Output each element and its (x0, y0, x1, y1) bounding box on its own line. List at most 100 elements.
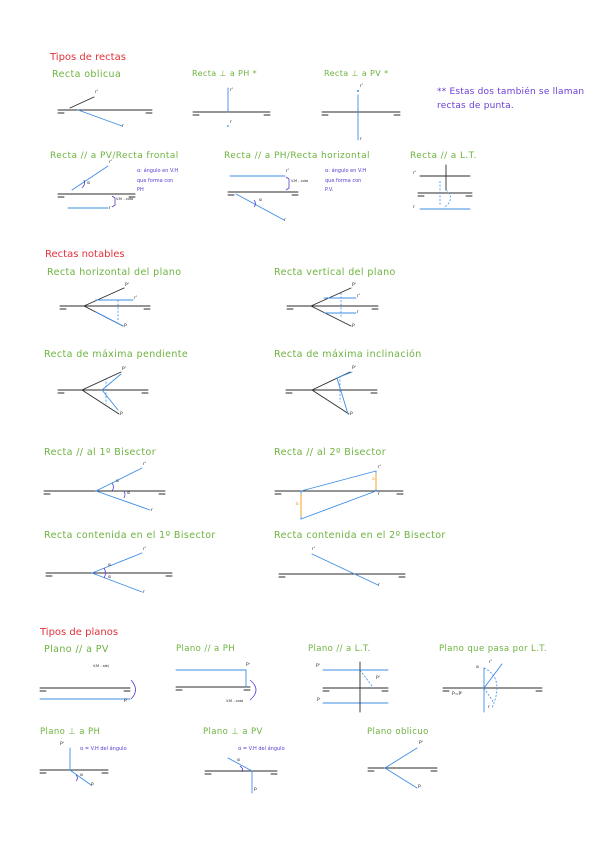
diagram-max-inclinacion (285, 371, 378, 415)
diagram-recta-paralela-lt (417, 164, 473, 210)
diagram-recta-horizontal (227, 175, 299, 221)
label-alpha-plano-perp-ph: α (80, 773, 83, 778)
label-alpha-horizontal: α (259, 198, 262, 203)
label-r-horizontal: r (284, 218, 286, 223)
title-max-inclinacion: Recta de máxima inclinación (274, 349, 422, 360)
label-rp-paralela-2b: r' (378, 465, 382, 470)
section-title-tipos-rectas: Tipos de rectas (50, 52, 126, 63)
diagram-plano-perp-pv (204, 757, 278, 794)
label-pp-max-pendiente: P' (122, 367, 126, 372)
label-p-max-pendiente: P (120, 412, 123, 417)
label-pp-horizontal-plano: P' (125, 283, 129, 288)
label-r-vertical-plano: r (357, 310, 359, 315)
diagram-plano-lt (322, 661, 389, 713)
label-r-perp-ph: r (230, 120, 232, 125)
title-recta-frontal: Recta // a PV/Recta frontal (50, 151, 179, 161)
note-horizontal-angle: α: ángulo en V.H que forma con P.V. (325, 168, 367, 193)
label-pp-plano-lt: P' (316, 664, 320, 669)
label-pp-max-inclinacion: P' (352, 366, 356, 371)
diagram-paralela-2b (274, 470, 404, 520)
label-rp-paralela-lt: r' (413, 171, 417, 176)
label-p-plano-pv: P (124, 699, 127, 704)
label-b-paralela-2b: b (296, 502, 299, 507)
label-vm-frontal: V.M - cota (116, 197, 134, 201)
label-p-plano-perp-pv: P (254, 788, 257, 793)
label-r-paralela-2b: r (378, 492, 380, 497)
label-r-paralela-lt: r (413, 205, 415, 210)
label-pp2-plano-lt: P' (376, 676, 380, 681)
label-rp-contenida-2b: r' (312, 547, 316, 552)
label-vm-plano-ph: V.M - cota (226, 699, 244, 703)
title-recta-paralela-lt: Recta // a L.T. (410, 151, 477, 161)
diagram-recta-perp-pv (321, 90, 401, 141)
label-rp-frontal: r' (109, 160, 113, 165)
label-alpha-plano-pasa-lt: α (476, 665, 479, 670)
label-pp-plano-oblicuo: P' (419, 741, 423, 746)
note-rectas-de-punta: ** Estas dos también se llaman rectas de… (437, 87, 585, 111)
label-p-plano-perp-ph: P (91, 783, 94, 788)
label-alpha1-paralela-1b: α (116, 479, 119, 484)
title-horizontal-plano: Recta horizontal del plano (47, 267, 182, 278)
diagram-contenida-2b (278, 553, 406, 586)
label-alpha-frontal: α (87, 181, 90, 186)
diagram-max-pendiente (57, 371, 149, 415)
label-rp-paralela-1b: r' (143, 462, 147, 467)
title-paralela-1b: Recta // al 1º Bisector (44, 447, 157, 458)
title-plano-pv: Plano // a PV (44, 644, 109, 655)
title-contenida-1b: Recta contenida en el 1º Bisector (44, 530, 216, 541)
label-p-plano-oblicuo: P (418, 785, 421, 790)
title-max-pendiente: Recta de máxima pendiente (44, 349, 189, 360)
label-pp-plano-ph: P' (246, 663, 250, 668)
label-rp-plano-pasa-lt: r' (489, 660, 493, 665)
diagram-plano-pv (39, 679, 136, 700)
label-alpha-plano-perp-pv: α (237, 758, 240, 763)
label-r-paralela-1b: r (151, 508, 153, 513)
label-p-vertical-plano: P (352, 324, 355, 329)
label-r-perp-pv: r (360, 137, 362, 142)
section-title-tipos-planos: Tipos de planos (40, 627, 119, 638)
title-vertical-plano: Recta vertical del plano (274, 267, 396, 278)
label-vmalej-plano-pv: V.M - alej (93, 664, 109, 668)
title-recta-horizontal: Recta // a PH/Recta horizontal (224, 151, 370, 161)
diagram-paralela-1b (43, 467, 166, 511)
label-alpha2-paralela-1b: α (127, 491, 130, 496)
label-r-plano-pasa-lt: r (488, 705, 490, 710)
diagram-vertical-plano (286, 287, 379, 327)
note-plano-perp-ph: α = V.H del ángulo (80, 746, 127, 752)
label-p-plano-lt: P (317, 698, 320, 703)
title-plano-oblicuo: Plano oblicuo (367, 727, 429, 737)
label-p-horizontal-plano: P (124, 324, 127, 329)
label-rp-contenida-1b: r' (143, 547, 147, 552)
label-alpha1-contenida-1b: α (108, 563, 111, 568)
label-r-oblicua: r (122, 124, 124, 129)
label-p-max-inclinacion: P (350, 412, 353, 417)
label-pp-plano-perp-ph: P' (60, 742, 64, 747)
title-recta-perp-pv: Recta ⊥ a PV * (324, 69, 389, 78)
title-plano-perp-pv: Plano ⊥ a PV (203, 727, 263, 737)
label-pdouble-plano-pasa-lt: P=P' (452, 692, 463, 697)
label-rp-horizontal: r' (286, 169, 290, 174)
title-plano-perp-ph: Plano ⊥ a PH (40, 727, 101, 737)
diagram-plano-ph (175, 669, 257, 701)
label-vm-horizontal: V.M - cota (291, 179, 309, 183)
label-r-contenida-1b: r (143, 590, 145, 595)
label-rp-perp-pv: r' (360, 84, 364, 89)
label-rp-perp-ph: r' (230, 88, 234, 93)
diagram-contenida-1b (45, 552, 173, 593)
diagram-recta-oblicua (57, 96, 153, 127)
section-title-rectas-notables: Rectas notables (45, 249, 125, 260)
label-rp-horizontal-plano: r' (134, 296, 138, 301)
label-pp-vertical-plano: P' (352, 283, 356, 288)
title-recta-oblicua: Recta oblicua (52, 69, 122, 80)
label-r-frontal: r (109, 206, 111, 211)
label-alpha2-contenida-1b: α (108, 575, 111, 580)
title-contenida-2b: Recta contenida en el 2º Bisector (274, 530, 446, 541)
diagram-plano-oblicuo (367, 747, 438, 789)
note-plano-perp-pv: α = V.H del ángulo (238, 746, 285, 752)
note-frontal-angle: α: ángulo en V.H que forma con PH (137, 168, 179, 193)
label-r-contenida-2b: r (378, 583, 380, 588)
label-a-paralela-2b: a (372, 477, 375, 482)
diagram-horizontal-plano (59, 287, 151, 327)
diagram-recta-perp-ph (192, 87, 271, 127)
